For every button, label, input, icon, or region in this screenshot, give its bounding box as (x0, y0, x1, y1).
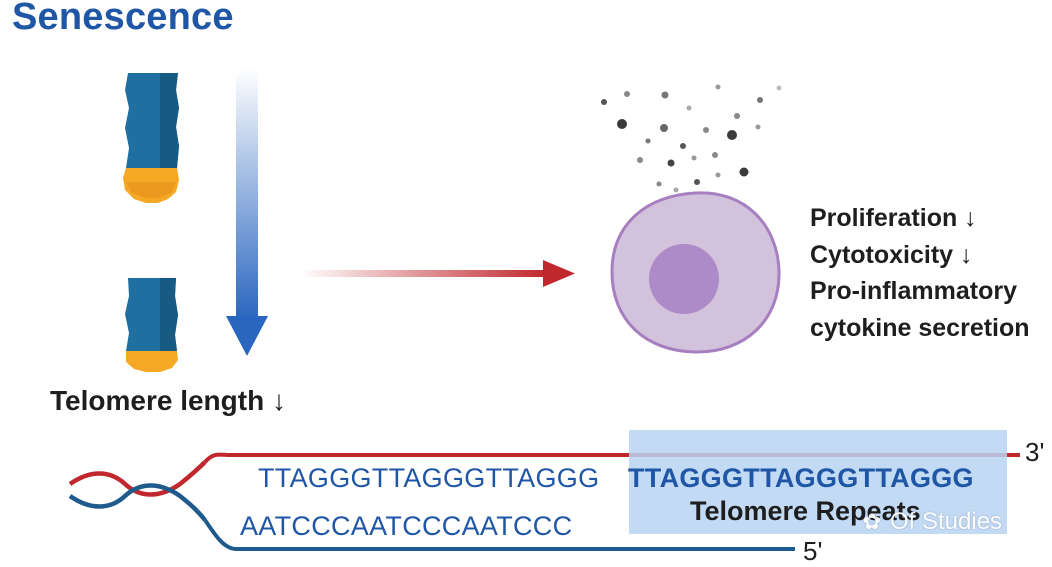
telomere-repeat-highlight (629, 430, 1007, 534)
chromosome-short-icon (125, 278, 178, 372)
watermark-chat-icon: ✿ (862, 509, 882, 534)
five-prime-end-label: 5' (803, 536, 823, 566)
effect-cytokine-secretion: cytokine secretion (810, 313, 1030, 342)
bottom-strand-sequence: AATCCCAATCCCAATCCC (240, 511, 573, 541)
chromosome-long-icon (123, 73, 179, 203)
senescence-arrow (300, 260, 575, 287)
senescence-effects-list: Proliferation ↓ Cytotoxicity ↓ Pro-infla… (810, 200, 1030, 346)
telomere-repeats-label: Telomere Repeats (690, 496, 921, 526)
effect-cytotoxicity: Cytotoxicity ↓ (810, 240, 973, 269)
telomere-shortening-arrow (226, 68, 268, 356)
watermark: ✿ Of Studies (854, 508, 1002, 536)
page-title: Senescence (12, 0, 234, 38)
effect-pro-inflammatory: Pro-inflammatory (810, 277, 1017, 305)
effect-proliferation: Proliferation ↓ (810, 204, 977, 232)
watermark-text: Of Studies (890, 508, 1003, 535)
top-strand-repeat-sequence: TTAGGGTTAGGGTTAGGG (628, 463, 974, 493)
cytokine-particles-icon (601, 84, 782, 193)
senescent-cell-icon (610, 191, 781, 354)
three-prime-end-label: 3' (1025, 437, 1045, 467)
telomere-length-label: Telomere length ↓ (50, 385, 286, 416)
top-strand-sequence: TTAGGGTTAGGGTTAGGG (258, 463, 600, 493)
dna-strands (68, 452, 1020, 551)
